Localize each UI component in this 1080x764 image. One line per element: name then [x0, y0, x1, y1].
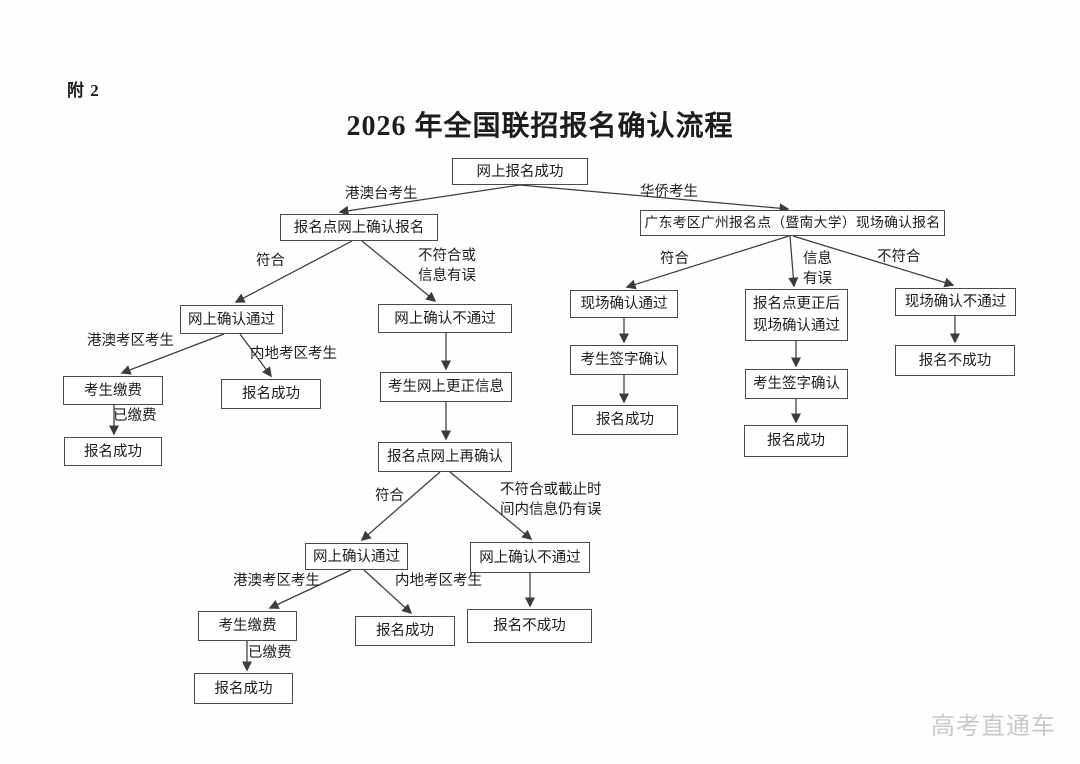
- watermark: 高考直通车: [931, 713, 1056, 740]
- edge-label-not-qualify-right: 不符合: [877, 249, 921, 265]
- flow-edge-3: [361, 240, 437, 302]
- flow-node-gz-onsite-confirm: 广东考区广州报名点（暨南大学）现场确认报名: [640, 210, 945, 236]
- flow-node-onsite-confirm-pass: 现场确认通过: [570, 290, 678, 318]
- flow-edge-2: [234, 240, 353, 303]
- flow-edge-5: [788, 235, 799, 288]
- flow-edge-1: [519, 184, 790, 214]
- flow-node-onsite-confirm-fail: 现场确认不通过: [895, 288, 1016, 316]
- edge-label-not-qualify-or-error: 不符合或 信息有误: [418, 248, 476, 284]
- flow-edge-18: [449, 471, 533, 540]
- flow-edge-17: [360, 471, 441, 541]
- page-title: 2026 年全国联招报名确认流程: [346, 111, 734, 142]
- flow-node-online-confirm-fail-2: 网上确认不通过: [470, 542, 590, 573]
- flow-node-online-confirm-pass-1: 网上确认通过: [180, 305, 283, 334]
- flow-node-signup-success-paid-1: 报名成功: [64, 437, 162, 466]
- flow-edge-20: [363, 569, 413, 615]
- flow-node-correct-info-online: 考生网上更正信息: [380, 372, 512, 402]
- flow-edge-19: [268, 569, 352, 609]
- edge-label-info-error: 信息 有误: [803, 251, 832, 287]
- edge-label-qualify-left-1: 符合: [256, 253, 285, 269]
- flow-node-corrected-onsite-pass: 报名点更正后 现场确认通过: [745, 289, 848, 341]
- flow-node-signup-success-paid-2: 报名成功: [194, 673, 293, 704]
- flow-node-online-confirm-fail-1: 网上确认不通过: [378, 304, 512, 333]
- edge-label-not-qualify-deadline: 不符合或截止时 间内信息仍有误: [500, 482, 602, 518]
- flow-node-signup-success-onsite-1: 报名成功: [572, 405, 678, 435]
- flow-edge-7: [120, 333, 225, 375]
- flow-edge-6: [792, 235, 955, 288]
- flow-node-signup-success-onsite-2: 报名成功: [744, 425, 848, 457]
- edge-label-mainland-zone-candidates-2: 内地考区考生: [395, 573, 482, 589]
- edge-label-paid-2: 已缴费: [248, 645, 292, 661]
- edge-label-qualify-right: 符合: [660, 251, 689, 267]
- flow-node-signup-success-mainland-1: 报名成功: [221, 379, 321, 409]
- flow-node-site-online-confirm: 报名点网上确认报名: [280, 214, 438, 241]
- edge-label-hm-zone-candidates-1: 港澳考区考生: [87, 333, 174, 349]
- flow-node-candidate-pay-1: 考生缴费: [63, 376, 163, 405]
- edge-label-qualify-2: 符合: [375, 488, 404, 504]
- edge-label-paid-1: 已缴费: [113, 408, 157, 424]
- attachment-label: 附 2: [67, 81, 100, 100]
- flow-node-site-online-reconfirm: 报名点网上再确认: [378, 442, 512, 472]
- flow-node-signup-fail-online-2: 报名不成功: [467, 609, 592, 643]
- flow-node-online-confirm-pass-2: 网上确认通过: [305, 543, 408, 570]
- flow-node-signup-fail-onsite: 报名不成功: [895, 345, 1015, 376]
- edge-label-overseas-candidates: 华侨考生: [640, 184, 698, 200]
- flow-edge-4: [625, 235, 790, 290]
- edge-label-mainland-zone-candidates-1: 内地考区考生: [250, 346, 337, 362]
- flow-edge-0: [338, 184, 521, 216]
- flow-node-online-signup-success: 网上报名成功: [452, 158, 588, 185]
- flow-edge-8: [239, 333, 272, 378]
- edge-label-hm-zone-candidates-2: 港澳考区考生: [233, 573, 320, 589]
- edge-label-hmt-candidates: 港澳台考生: [345, 186, 418, 202]
- flow-node-candidate-pay-2: 考生缴费: [198, 611, 297, 641]
- flow-node-sign-confirm-1: 考生签字确认: [570, 345, 678, 375]
- flow-node-signup-success-mainland-2: 报名成功: [355, 616, 455, 646]
- flow-node-sign-confirm-2: 考生签字确认: [745, 369, 848, 399]
